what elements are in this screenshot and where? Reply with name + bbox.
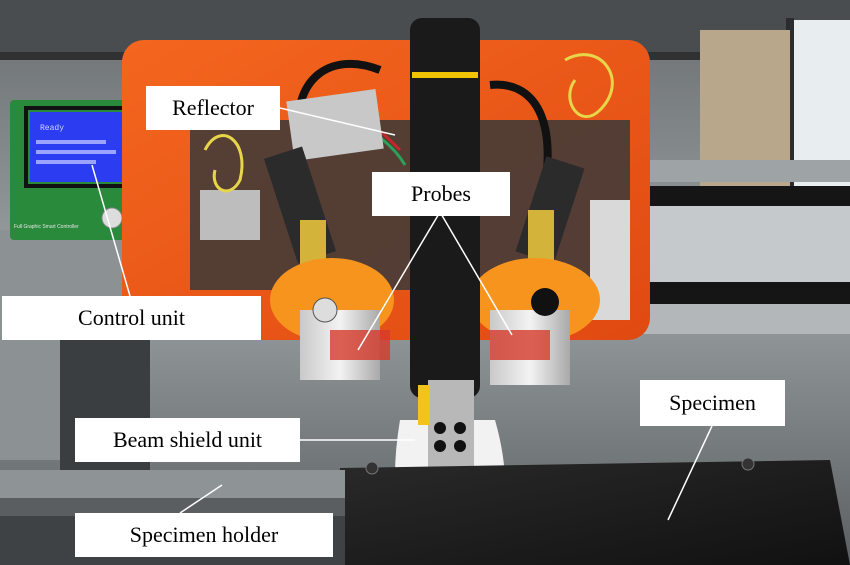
leader-probes-left — [357, 211, 441, 351]
label-specimen-holder: Specimen holder — [75, 513, 333, 557]
probe-right — [470, 156, 600, 385]
lcd-row-3 — [36, 150, 116, 154]
leader-specimen — [667, 425, 713, 521]
leader-specimen-holder — [179, 484, 223, 514]
lcd-row-4 — [36, 160, 96, 164]
gear-left — [200, 190, 260, 240]
plate-screw-right — [741, 457, 755, 471]
frame-bar-black-1 — [640, 186, 850, 206]
shield-bolt-2 — [454, 422, 466, 434]
reflector-block — [286, 89, 384, 161]
beam-shield-yellow — [418, 385, 430, 425]
probe-left — [263, 146, 394, 380]
label-reflector: Reflector — [146, 86, 280, 130]
frame-bar-low — [640, 304, 850, 334]
plate-screw-left — [365, 461, 379, 475]
frame-bar-mid — [640, 206, 850, 286]
shield-bolt-3 — [434, 440, 446, 452]
shield-bolt-1 — [434, 422, 446, 434]
yellow-wires-right — [564, 53, 614, 118]
frame-bar-top — [640, 160, 850, 182]
label-control-unit: Control unit — [2, 296, 261, 340]
leader-reflector — [279, 107, 396, 136]
lcd-row-2 — [36, 140, 106, 144]
lcd-line-1: Ready — [40, 124, 64, 133]
leader-probes-right — [439, 211, 513, 336]
frame-bar-black-2 — [640, 282, 850, 304]
label-beam-shield-unit: Beam shield unit — [75, 418, 300, 462]
lcd-screen — [30, 112, 126, 182]
label-probes: Probes — [372, 172, 510, 216]
strap-yellow-band — [412, 72, 478, 78]
specimen-holder-rail-dark — [0, 498, 345, 516]
specimen-plate — [330, 460, 850, 565]
yellow-wires-left — [203, 134, 244, 193]
shield-bolt-4 — [454, 440, 466, 452]
leader-control-unit — [91, 164, 131, 297]
specimen-holder-rail — [0, 470, 345, 500]
label-specimen: Specimen — [640, 380, 785, 426]
board-label: Full Graphic Smart Controller — [14, 224, 79, 230]
